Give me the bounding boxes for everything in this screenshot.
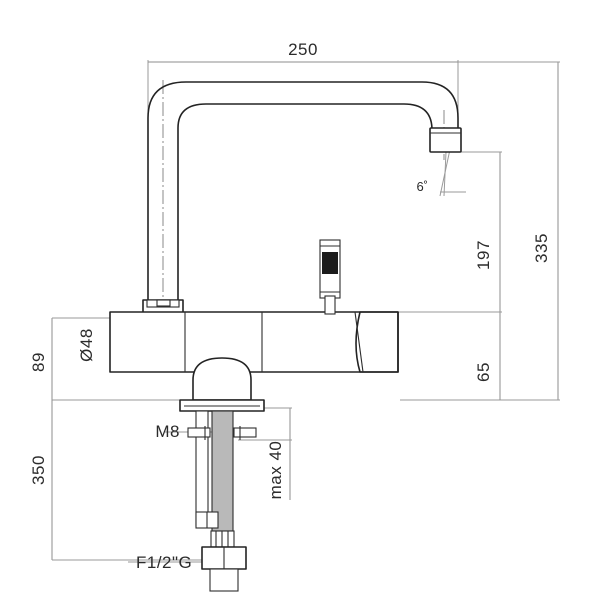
spout-outer-contour [147, 81, 459, 301]
handle-stem [324, 295, 336, 315]
stem-thread-hatch [212, 411, 233, 531]
mounting-washer-right [233, 427, 257, 438]
spout-inner-contour [177, 103, 433, 301]
body-cylinder [109, 311, 399, 373]
dim-label-197: 197 [474, 240, 493, 270]
base-dome [192, 357, 252, 401]
threaded-stem-assembly [187, 410, 257, 592]
inlet-tail [209, 568, 239, 592]
outlet-nozzle-body [429, 127, 462, 153]
dim-label-angle: 6˚ [416, 179, 428, 194]
outlet-nozzle [429, 127, 462, 153]
dim-label-m8: M8 [155, 422, 180, 441]
faucet-body [109, 311, 399, 373]
body-right-cap [355, 311, 399, 373]
dimension-network [51, 60, 560, 563]
dim-label-max40: max 40 [266, 441, 285, 500]
dim-label-f12g: F1/2"G [136, 553, 192, 572]
dim-label-89: 89 [29, 352, 48, 372]
dim-label-350: 350 [29, 455, 48, 485]
handle-grip-band [322, 252, 338, 274]
spout-profile [147, 81, 459, 301]
control-handle [319, 239, 341, 315]
mounting-washer-left [187, 427, 211, 438]
dim-label-d48: Ø48 [77, 328, 96, 362]
dim-label-250: 250 [288, 40, 318, 59]
dimension-labels: 250 197 65 335 89 350 Ø48 M8 max 40 F1/2… [29, 40, 551, 572]
dim-label-65: 65 [474, 362, 493, 382]
dim-label-335: 335 [532, 233, 551, 263]
riser-collar-notch [156, 299, 171, 307]
body-cap-seam [354, 311, 364, 373]
